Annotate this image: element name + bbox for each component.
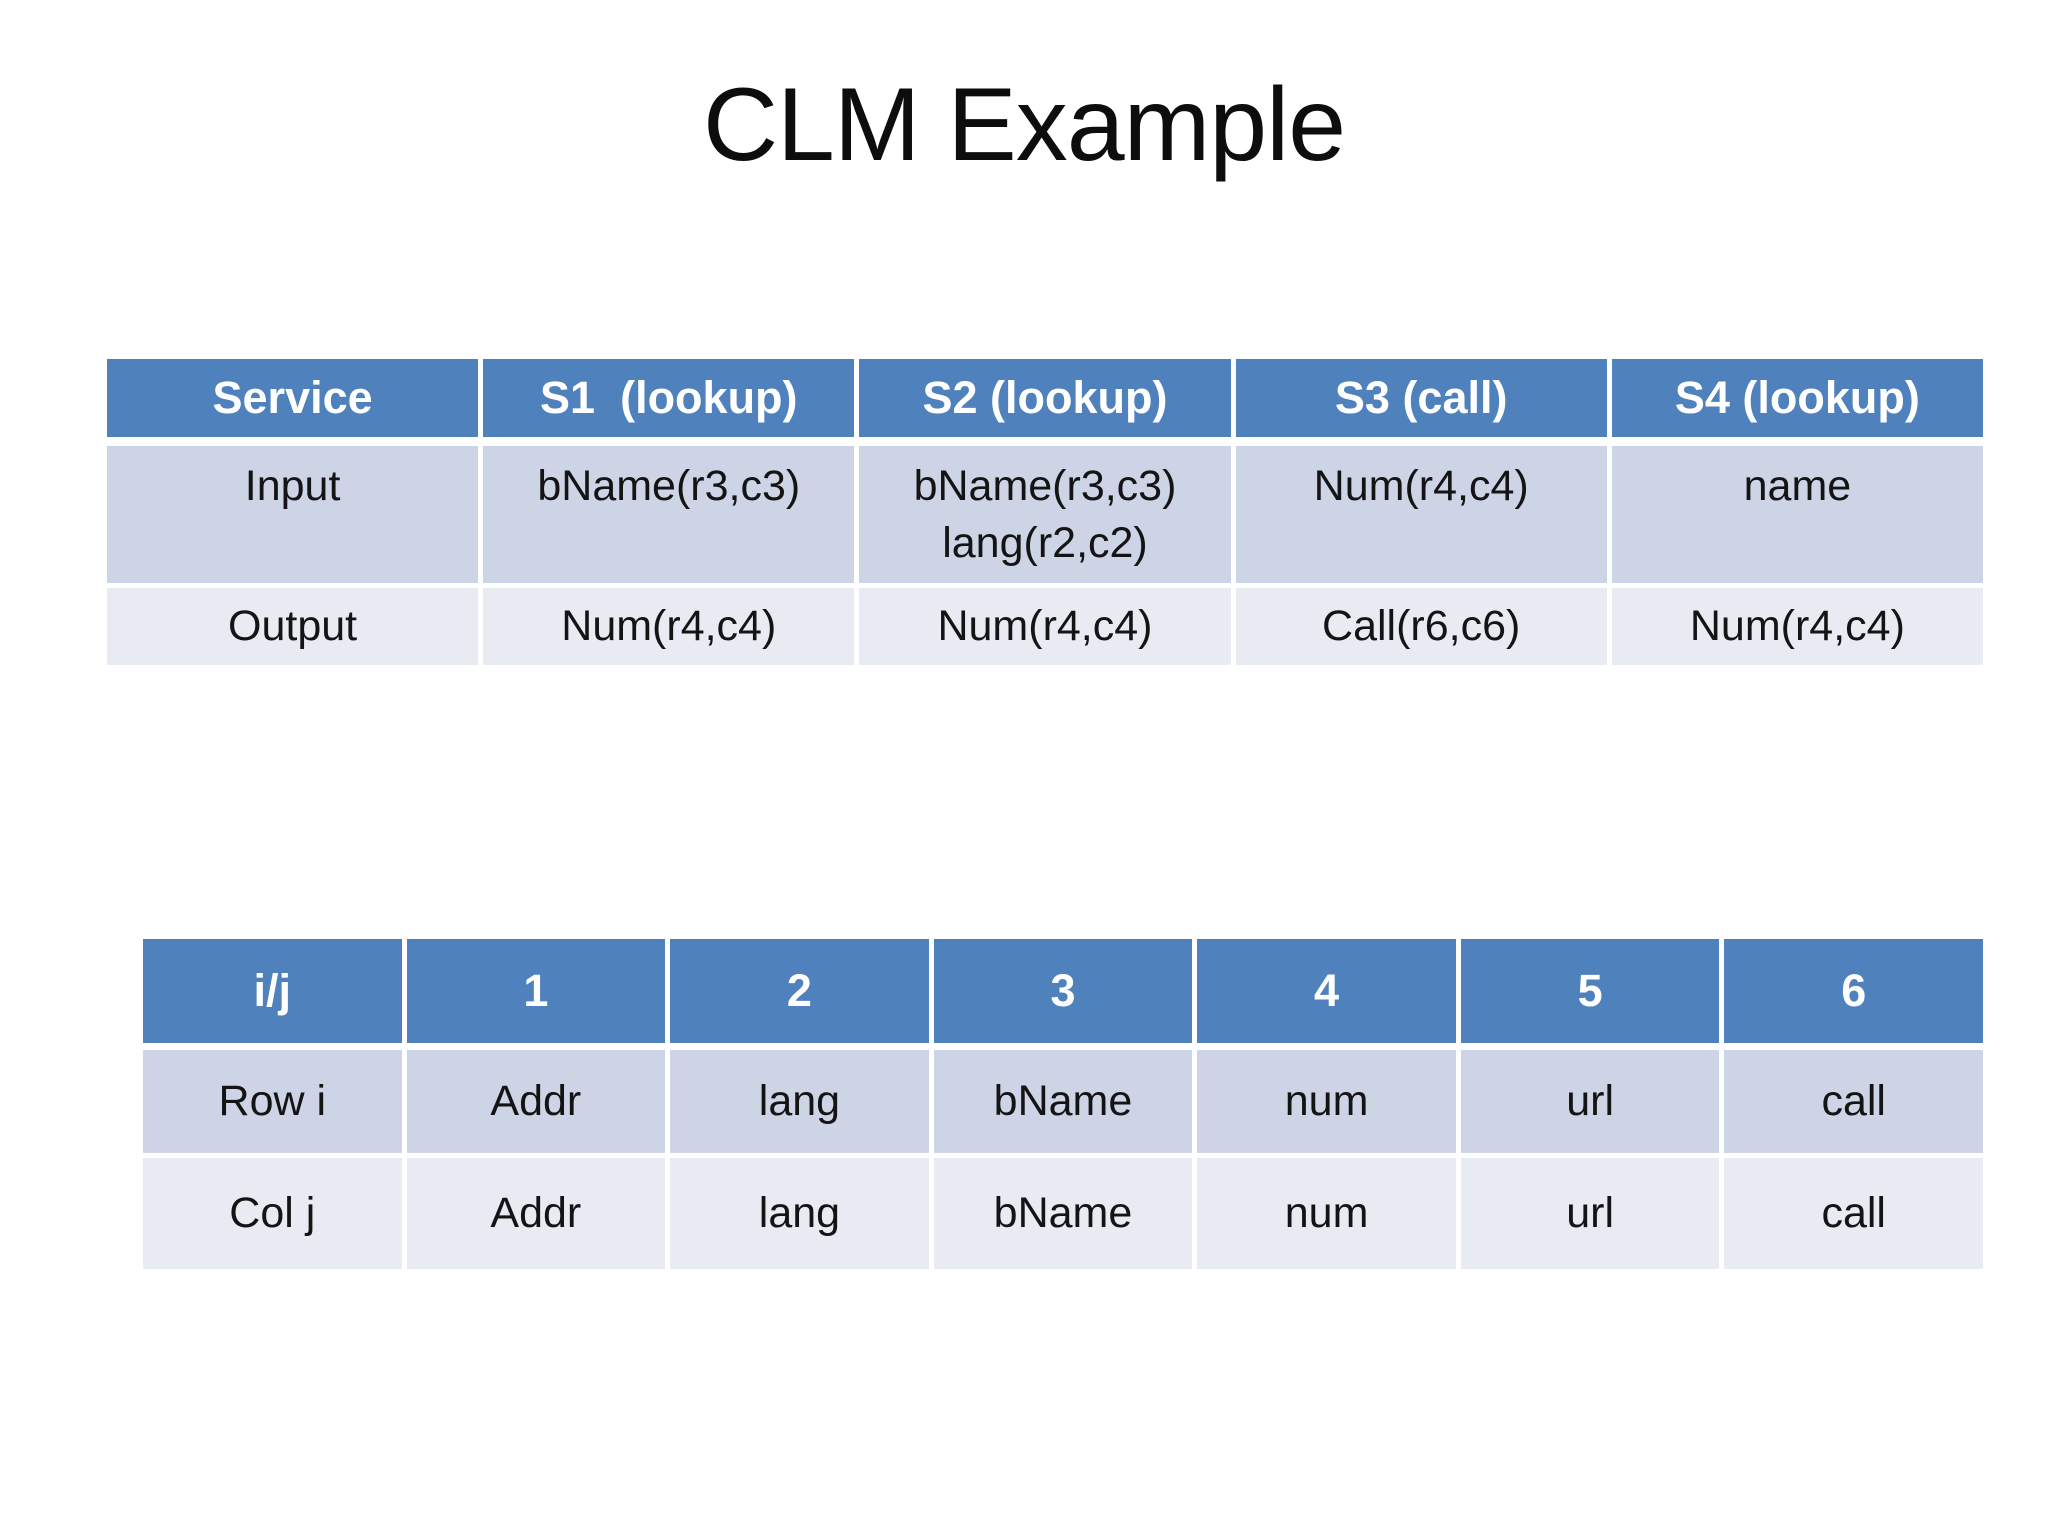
- row-i-label: Row i: [143, 1050, 402, 1153]
- s4-col-header: S4 (lookup): [1611, 359, 1983, 437]
- service-table-cell: Num(r4,c4): [859, 588, 1231, 665]
- service-table-input-row: Input bName(r3,c3) bName(r3,c3) lang(r2,…: [107, 446, 1983, 583]
- service-table-cell: bName(r3,c3) lang(r2,c2): [859, 446, 1231, 583]
- input-row-label: Input: [107, 446, 479, 583]
- matrix-table-cell: url: [1460, 1050, 1720, 1153]
- matrix-table-cell: Addr: [406, 1158, 666, 1269]
- col-header-6: 6: [1724, 939, 1983, 1043]
- output-row-label: Output: [107, 588, 479, 665]
- cell-line: bName(r3,c3): [913, 462, 1177, 510]
- s3-col-header: S3 (call): [1235, 359, 1607, 437]
- col-j-label: Col j: [143, 1158, 402, 1269]
- matrix-table-row-colj: Col j Addr lang bName num url call: [143, 1158, 1983, 1269]
- slide-title: CLM Example: [702, 67, 1346, 183]
- matrix-table-cell: bName: [933, 1158, 1193, 1269]
- ij-col-header: i/j: [143, 939, 402, 1043]
- col-header-4: 4: [1197, 939, 1456, 1043]
- matrix-table-cell: call: [1724, 1158, 1983, 1269]
- matrix-table-cell: Addr: [406, 1050, 666, 1153]
- matrix-table-cell: lang: [670, 1050, 929, 1153]
- col-header-2: 2: [670, 939, 929, 1043]
- matrix-table-cell: call: [1724, 1050, 1983, 1153]
- service-table-cell: Num(r4,c4): [1235, 446, 1607, 583]
- col-header-1: 1: [406, 939, 666, 1043]
- col-header-5: 5: [1460, 939, 1720, 1043]
- service-table-cell: Num(r4,c4): [1611, 588, 1983, 665]
- matrix-table-row-i: Row i Addr lang bName num url call: [143, 1050, 1983, 1153]
- service-table-output-row: Output Num(r4,c4) Num(r4,c4) Call(r6,c6)…: [107, 588, 1983, 665]
- matrix-table-cell: num: [1197, 1050, 1456, 1153]
- service-table-cell: Num(r4,c4): [483, 588, 855, 665]
- col-header-3: 3: [933, 939, 1193, 1043]
- matrix-table-header-row: i/j 1 2 3 4 5 6: [143, 939, 1983, 1043]
- service-col-header: Service: [107, 359, 479, 437]
- s2-col-header: S2 (lookup): [859, 359, 1231, 437]
- matrix-table: i/j 1 2 3 4 5 6 Row i Addr lang bName nu…: [143, 939, 1983, 1269]
- matrix-table-cell: lang: [670, 1158, 929, 1269]
- service-table-cell: name: [1611, 446, 1983, 583]
- matrix-table-cell: num: [1197, 1158, 1456, 1269]
- matrix-table-cell: url: [1460, 1158, 1720, 1269]
- s1-col-header: S1 (lookup): [483, 359, 855, 437]
- service-table-cell: bName(r3,c3): [483, 446, 855, 583]
- matrix-table-cell: bName: [933, 1050, 1193, 1153]
- service-table-cell: Call(r6,c6): [1235, 588, 1607, 665]
- service-table: Service S1 (lookup) S2 (lookup) S3 (call…: [107, 359, 1983, 665]
- cell-line: lang(r2,c2): [942, 518, 1148, 567]
- service-table-header-row: Service S1 (lookup) S2 (lookup) S3 (call…: [107, 359, 1983, 437]
